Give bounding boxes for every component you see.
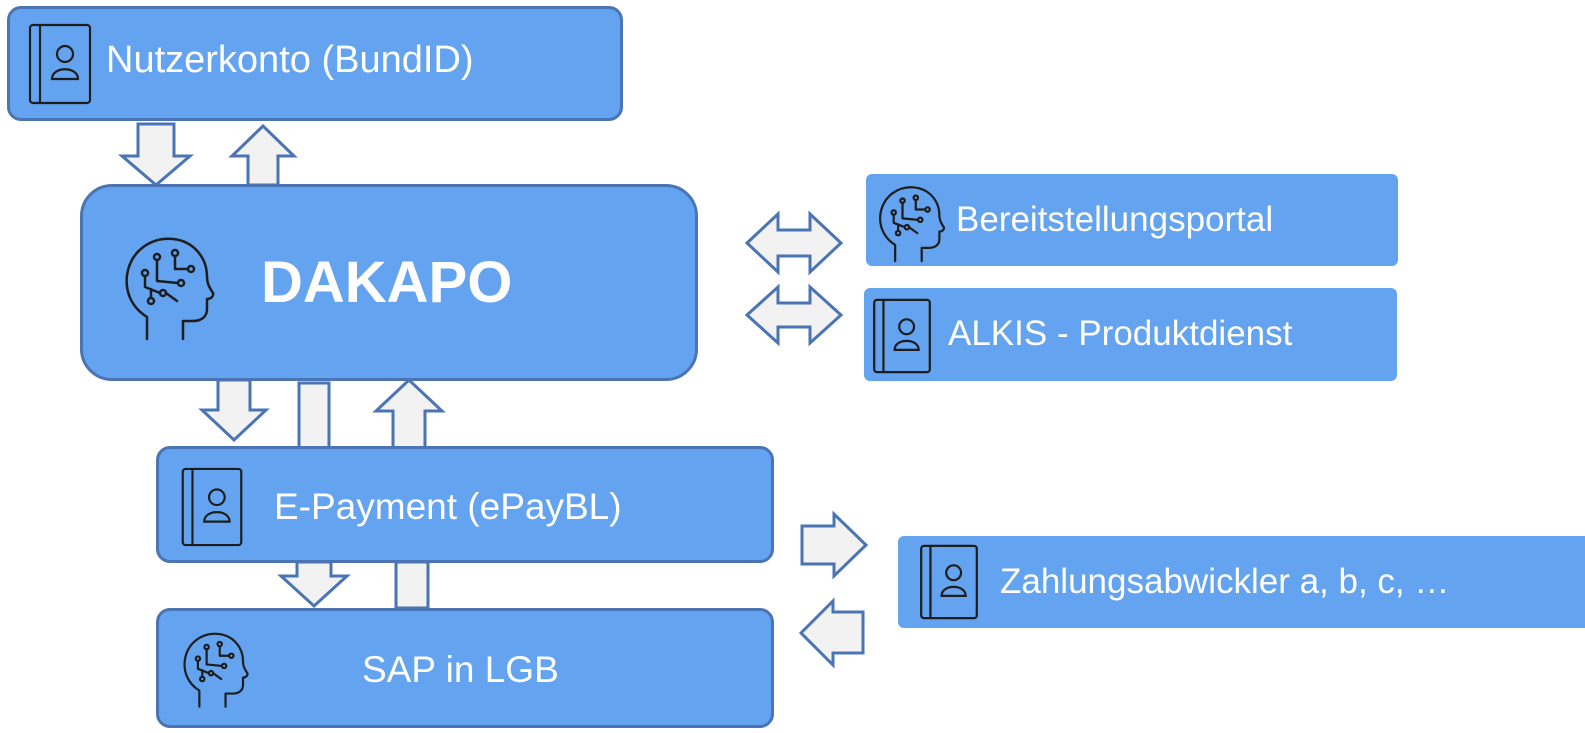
connector-bar-sap-epayment (394, 560, 430, 610)
node-bereitstellungsportal: Bereitstellungsportal (866, 174, 1398, 266)
node-zahlung: Zahlungsabwickler a, b, c, … (898, 536, 1585, 628)
node-bereitstellungsportal-label: Bereitstellungsportal (956, 200, 1274, 239)
node-epayment-label: E-Payment (ePayBL) (274, 486, 622, 527)
node-sap-label: SAP in LGB (362, 649, 559, 690)
node-sap: SAP in LGB (156, 608, 774, 728)
arrow-down-dakapo-epayment (198, 378, 270, 443)
node-epayment: E-Payment (ePayBL) (156, 446, 774, 563)
arrow-right-epayment-zahlung (800, 510, 869, 580)
node-zahlung-label: Zahlungsabwickler a, b, c, … (1000, 562, 1450, 601)
arrow-down-nutzerkonto-dakapo (117, 122, 195, 187)
arrow-double-dakapo-bereitstellungsportal (744, 210, 844, 276)
node-alkis-label: ALKIS - Produktdienst (948, 314, 1293, 353)
contact-book-icon (28, 23, 92, 110)
node-dakapo-label: DAKAPO (261, 250, 513, 315)
node-nutzerkonto: Nutzerkonto (BundID) (7, 6, 623, 121)
node-nutzerkonto-label: Nutzerkonto (BundID) (106, 39, 474, 81)
arrow-left-zahlung-sap (798, 597, 865, 669)
ai-head-icon (876, 184, 946, 271)
node-alkis: ALKIS - Produktdienst (864, 288, 1397, 381)
node-dakapo: DAKAPO (80, 184, 698, 381)
contact-book-icon (918, 544, 980, 625)
arrow-up-dakapo-nutzerkonto (228, 123, 298, 187)
arrow-up-epayment-dakapo (372, 377, 446, 451)
contact-book-icon (180, 467, 244, 552)
ai-head-icon (180, 631, 250, 716)
contact-book-icon (872, 298, 932, 379)
ai-head-icon (121, 235, 216, 350)
arrow-double-dakapo-alkis (744, 283, 844, 347)
arrow-down-epayment-sap (277, 560, 351, 609)
connector-bar-dakapo-epayment (297, 381, 331, 451)
